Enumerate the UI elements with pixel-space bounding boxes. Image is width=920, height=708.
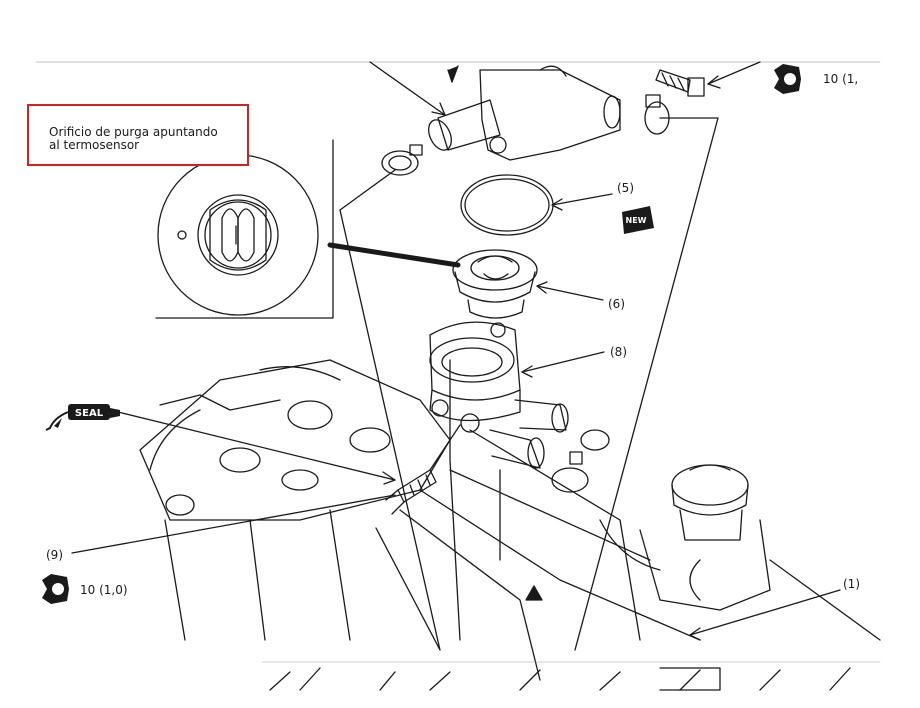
bolt — [655, 69, 705, 97]
inset-thermostat — [157, 154, 319, 316]
svg-text:NEW: NEW — [626, 216, 647, 225]
part-label-8: (8) — [610, 345, 627, 359]
part-label-5: (5) — [617, 181, 634, 195]
callout-line-1: Orificio de purga apuntando — [49, 125, 218, 139]
housing-cap — [428, 65, 621, 161]
hose-clamp-3 — [551, 429, 610, 493]
part-label-6: (6) — [608, 297, 625, 311]
callout-note: Orificio de purga apuntando al termosens… — [27, 104, 249, 166]
o-ring — [460, 174, 554, 236]
bolt-leader — [707, 61, 761, 85]
inset-frame — [155, 139, 334, 319]
torque-value-top: 10 (1, — [823, 72, 859, 86]
radiator-cap-assembly — [599, 464, 881, 641]
new-part-icon: NEW — [622, 206, 654, 234]
hose-clamp-1 — [381, 144, 423, 176]
thermostat-housing — [429, 321, 569, 469]
engine-block — [139, 359, 701, 681]
callout-line-2: al termosensor — [49, 138, 140, 152]
wrench-torque-icon — [42, 574, 69, 604]
wrench-torque-icon — [774, 64, 801, 94]
part-label-1: (1) — [843, 577, 860, 591]
sealant-icon: SEAL — [45, 404, 120, 431]
thermostat — [452, 249, 538, 319]
part-label-9: (9) — [46, 548, 63, 562]
hose-clamp-2 — [644, 94, 670, 135]
svg-text:SEAL: SEAL — [75, 408, 104, 419]
temperature-sensor — [385, 469, 437, 515]
torque-value-bottom: 10 (1,0) — [80, 583, 128, 597]
